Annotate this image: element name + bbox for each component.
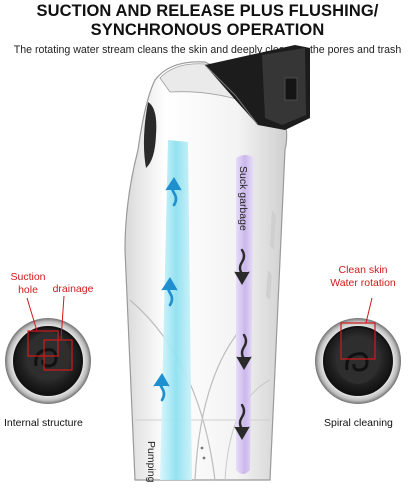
spiral-cleaning-caption: Spiral cleaning (324, 417, 393, 429)
purple-down-arrows (234, 248, 252, 440)
blue-water-channel (160, 140, 192, 480)
suction-hole-label: Suction hole (10, 271, 46, 296)
blue-up-arrows (153, 177, 182, 402)
spiral-cleaning-detail (315, 297, 401, 404)
clean-skin-label: Clean skin Water rotation (330, 264, 396, 289)
internal-structure-detail (5, 295, 91, 404)
drainage-label: drainage (52, 283, 94, 295)
suck-garbage-label: Suck garbage (237, 166, 249, 231)
heading-line-2: SYNCHRONOUS OPERATION (90, 21, 325, 39)
heading-line-1: SUCTION AND RELEASE PLUS FLUSHING/ (36, 2, 379, 20)
purple-suction-channel (236, 155, 254, 474)
nozzle (204, 45, 310, 130)
internal-structure-caption: Internal structure (4, 417, 83, 429)
pumping-label: Pumping (145, 441, 157, 483)
